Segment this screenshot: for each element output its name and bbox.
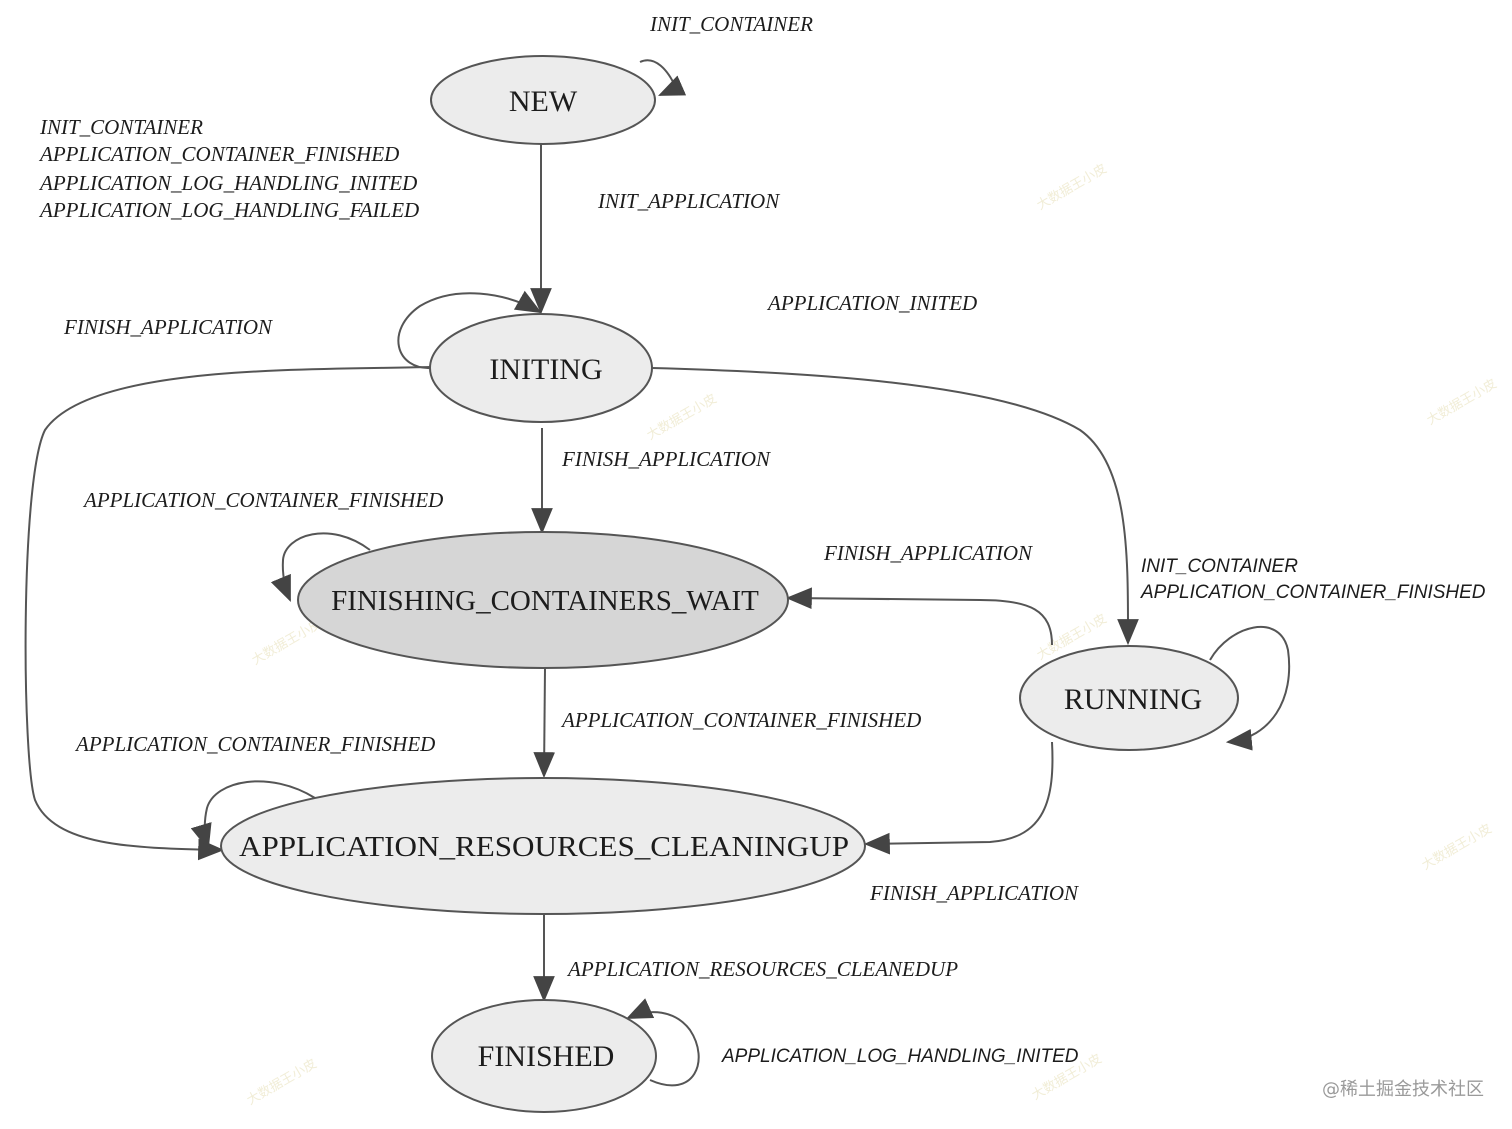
edge-fcw-self (270, 532, 371, 603)
label-initing-self-3: APPLICATION_LOG_HANDLING_INITED (38, 171, 417, 195)
edge-initing-self (397, 290, 542, 370)
edge-running-self (1209, 625, 1291, 751)
state-initing: INITING (429, 313, 653, 423)
label-finished-self: APPLICATION_LOG_HANDLING_INITED (721, 1046, 1079, 1067)
edge-running-to-cleanup (863, 741, 1054, 855)
label-initing-self-1: INIT_CONTAINER (39, 115, 203, 139)
label-fcw-to-cleanup: APPLICATION_CONTAINER_FINISHED (560, 708, 921, 732)
state-finished-shape (431, 999, 657, 1113)
label-running-to-fcw: FINISH_APPLICATION (823, 541, 1033, 565)
edge-initing-to-cleanup (24, 366, 431, 861)
state-finishing-containers-wait-label: FINISHING_CONTAINERS_WAIT (331, 585, 759, 617)
edge-fcw-to-cleanup (533, 667, 556, 779)
label-running-to-cleanup: FINISH_APPLICATION (869, 881, 1079, 905)
label-new-self: INIT_CONTAINER (649, 12, 813, 36)
state-application-resources-cleaningup-shape (220, 777, 866, 915)
label-running-self-2: APPLICATION_CONTAINER_FINISHED (1140, 582, 1486, 603)
edge-finished-self (626, 998, 700, 1087)
watermark: 大数据王小皮 (245, 1056, 320, 1108)
state-finished: FINISHED (431, 999, 657, 1113)
state-new-shape (430, 55, 656, 145)
state-application-resources-cleaningup-label: APPLICATION_RESOURCES_CLEANINGUP (239, 831, 849, 863)
state-new: NEW (430, 55, 656, 145)
state-running: RUNNING (1019, 645, 1239, 751)
label-initing-to-fcw: FINISH_APPLICATION (561, 447, 771, 471)
label-new-to-initing: INIT_APPLICATION (597, 189, 780, 213)
watermark: 大数据王小皮 (1035, 161, 1110, 213)
state-finishing-containers-wait: FINISHING_CONTAINERS_WAIT (297, 531, 789, 669)
edge-cleanup-self (190, 780, 316, 851)
state-running-shape (1019, 645, 1239, 751)
edge-new-self (639, 59, 687, 96)
watermark: 大数据王小皮 (645, 391, 720, 443)
edge-running-to-fcw (785, 587, 1053, 646)
transition-labels: INIT_CONTAINER INIT_APPLICATION INIT_CON… (38, 12, 1486, 1067)
state-running-label: RUNNING (1064, 683, 1202, 716)
state-finished-label: FINISHED (478, 1040, 615, 1073)
state-initing-shape (429, 313, 653, 423)
watermark: 大数据王小皮 (1420, 821, 1495, 873)
label-cleanup-to-finished: APPLICATION_RESOURCES_CLEANEDUP (566, 957, 958, 981)
label-initing-to-cleanup: FINISH_APPLICATION (63, 315, 273, 339)
transitions (24, 59, 1291, 1087)
label-fcw-self: APPLICATION_CONTAINER_FINISHED (82, 488, 443, 512)
label-cleanup-self: APPLICATION_CONTAINER_FINISHED (74, 732, 435, 756)
label-initing-self-4: APPLICATION_LOG_HANDLING_FAILED (38, 198, 419, 222)
state-application-resources-cleaningup: APPLICATION_RESOURCES_CLEANINGUP (220, 777, 866, 915)
label-initing-self-2: APPLICATION_CONTAINER_FINISHED (38, 142, 399, 166)
edge-initing-to-running (651, 367, 1139, 646)
state-finishing-containers-wait-shape (297, 531, 789, 669)
watermark: 大数据王小皮 (1425, 376, 1500, 428)
source-credit: @稀土掘金技术社区 (1322, 1079, 1484, 1100)
state-new-label: NEW (509, 85, 578, 118)
label-initing-to-running: APPLICATION_INITED (766, 291, 977, 315)
state-initing-label: INITING (489, 353, 602, 386)
label-running-self-1: INIT_CONTAINER (1141, 556, 1298, 577)
